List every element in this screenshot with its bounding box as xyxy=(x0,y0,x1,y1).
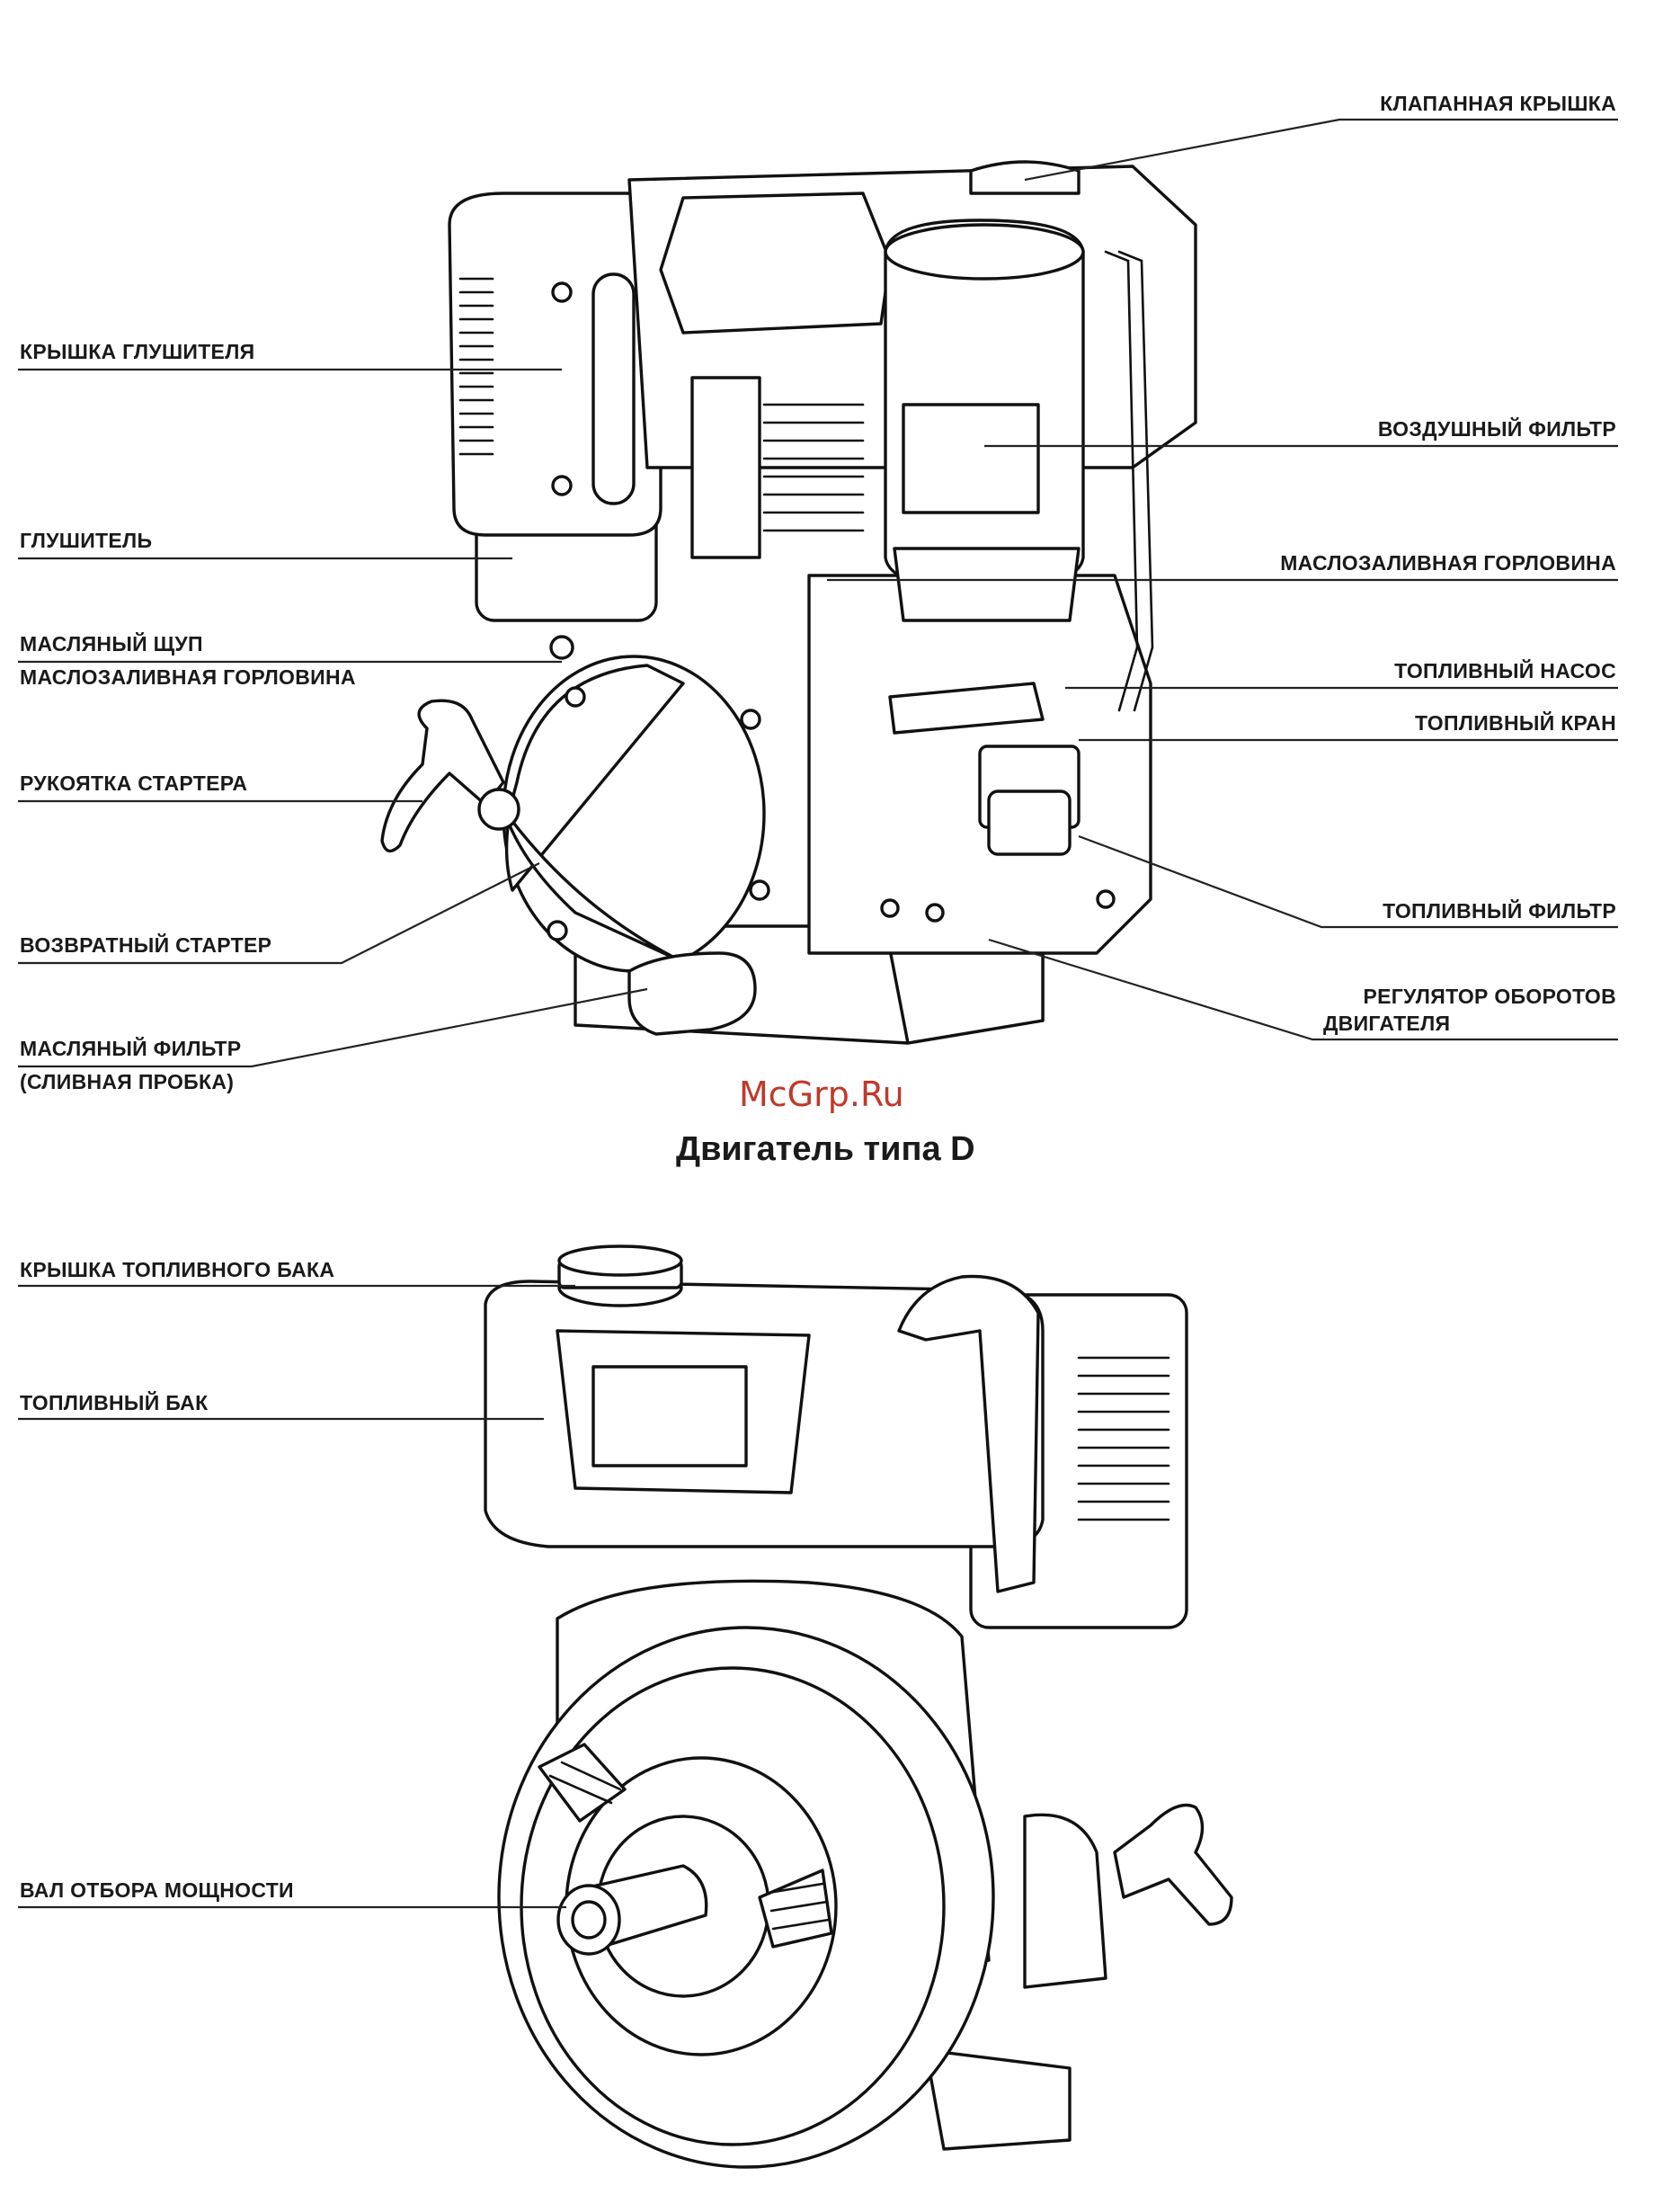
bottom-leader-lines xyxy=(18,1284,575,1909)
label-dipstick: МАСЛЯНЫЙ ЩУП xyxy=(20,632,203,656)
label-governor-engine: ДВИГАТЕЛЯ xyxy=(1323,1012,1451,1035)
oil-filter-shape xyxy=(627,951,757,1036)
label-fuel-cock: ТОПЛИВНЫЙ КРАН xyxy=(1414,711,1616,735)
label-starter-handle: РУКОЯТКА СТАРТЕРА xyxy=(20,772,248,795)
pto-shaft-shape xyxy=(556,1864,708,1956)
fuel-tank-cap-shape xyxy=(557,1244,683,1307)
label-oil-filler: МАСЛОЗАЛИВНАЯ ГОРЛОВИНА xyxy=(1280,551,1616,575)
starter-handle-shape xyxy=(380,699,520,853)
watermark: McGrp.Ru xyxy=(739,1075,904,1114)
valve-cover-shape xyxy=(659,192,892,334)
top-leader-lines xyxy=(18,118,1618,1068)
label-oil-filter: МАСЛЯНЫЙ ФИЛЬТР xyxy=(20,1037,242,1060)
label-muffler: ГЛУШИТЕЛЬ xyxy=(20,529,153,552)
label-muffler-cover: КРЫШКА ГЛУШИТЕЛЯ xyxy=(20,340,255,363)
bottom-engine-drawing xyxy=(484,1244,1233,2169)
label-air-filter: ВОЗДУШНЫЙ ФИЛЬТР xyxy=(1377,417,1616,441)
label-drain-plug: (СЛИВНАЯ ПРОБКА) xyxy=(20,1070,235,1093)
label-recoil-starter: ВОЗВРАТНЫЙ СТАРТЕР xyxy=(20,933,272,957)
label-governor: РЕГУЛЯТОР ОБОРОТОВ xyxy=(1363,985,1616,1008)
label-dipstick-filler: МАСЛОЗАЛИВНАЯ ГОРЛОВИНА xyxy=(20,665,356,689)
label-valve-cover: КЛАПАННАЯ КРЫШКА xyxy=(1380,92,1616,115)
label-pto-shaft: ВАЛ ОТБОРА МОЩНОСТИ xyxy=(20,1878,294,1902)
label-fuel-tank: ТОПЛИВНЫЙ БАК xyxy=(20,1391,209,1414)
top-engine-drawing xyxy=(380,160,1197,1045)
recoil-starter-shape xyxy=(502,655,770,973)
label-fuel-tank-cap: КРЫШКА ТОПЛИВНОГО БАКА xyxy=(20,1258,335,1281)
label-fuel-pump: ТОПЛИВНЫЙ НАСОС xyxy=(1394,659,1616,682)
caption-engine-type: Двигатель типа D xyxy=(676,1130,975,1168)
label-fuel-filter: ТОПЛИВНЫЙ ФИЛЬТР xyxy=(1383,899,1616,923)
